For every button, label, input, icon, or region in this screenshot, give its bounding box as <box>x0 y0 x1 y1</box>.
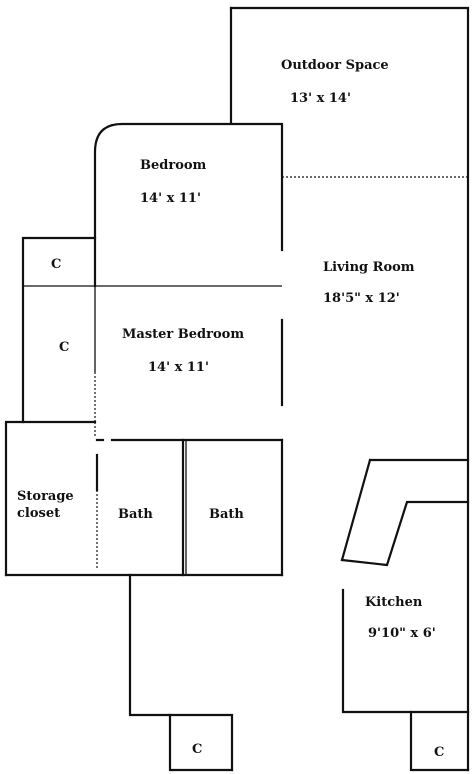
master-bedroom-dims: 14' x 11' <box>148 360 209 375</box>
master-bedroom-name: Master Bedroom <box>122 327 244 342</box>
kitchen-dims: 9'10" x 6' <box>368 626 436 641</box>
bedroom-dims: 14' x 11' <box>140 191 201 206</box>
outdoor-space-name: Outdoor Space <box>281 58 389 73</box>
closet-label-left: C <box>59 340 69 355</box>
bath-1-name: Bath <box>118 507 153 522</box>
bath-2-name: Bath <box>209 507 244 522</box>
living-room-dims: 18'5" x 12' <box>323 291 400 306</box>
walls <box>4 6 470 772</box>
outdoor-space-dims: 13' x 14' <box>290 91 351 106</box>
labels: Outdoor Space 13' x 14' Bedroom 14' x 11… <box>17 58 444 760</box>
living-room-name: Living Room <box>323 260 415 275</box>
bedroom-name: Bedroom <box>140 158 207 173</box>
storage-closet-label-1: Storage <box>17 489 74 504</box>
closet-label-bottom: C <box>192 742 202 757</box>
closet-label-top: C <box>51 257 61 272</box>
closet-label-bottom-right: C <box>434 745 444 760</box>
storage-closet-label-2: closet <box>17 506 60 521</box>
kitchen-name: Kitchen <box>365 595 423 610</box>
